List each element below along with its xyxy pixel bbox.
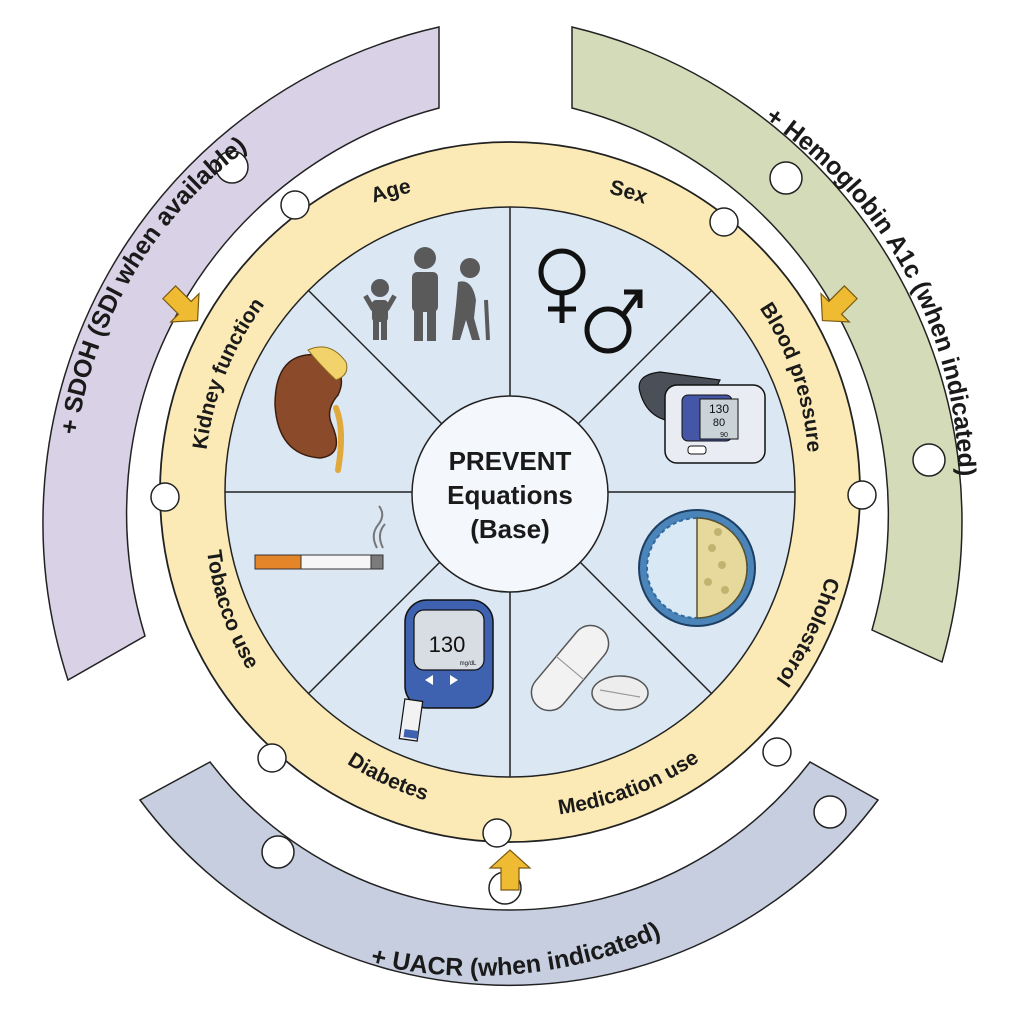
uacr-puzzle-knob-3 (813, 795, 847, 829)
uacr-puzzle-knob (261, 835, 295, 869)
glucose-reading: 130 (429, 632, 466, 657)
center-title: PREVENT (449, 446, 572, 476)
blood-pressure-monitor-icon: 130 80 90 (638, 371, 766, 464)
hba1c-arrow-icon (820, 285, 858, 323)
lipoprotein-particle-icon (638, 509, 756, 627)
ring-notch (150, 482, 180, 512)
ring-notch (482, 818, 512, 848)
bp-systolic: 130 (709, 402, 729, 416)
cigarette-icon (254, 505, 386, 570)
glucose-meter-icon: 130 mg/dL (398, 599, 494, 742)
ring-notch (762, 737, 792, 767)
pill-capsule-icon (530, 624, 649, 712)
kidney-icon (274, 346, 348, 473)
hba1c-puzzle-knob (769, 161, 803, 195)
uacr-arrow-icon (488, 849, 532, 891)
glucose-unit: mg/dL (460, 661, 477, 667)
center-qualifier: (Base) (470, 514, 549, 544)
bp-pulse: 90 (720, 432, 728, 439)
center-circle (411, 395, 609, 593)
hba1c-extension-arc (571, 26, 963, 664)
people-age-icon (363, 247, 490, 341)
gender-symbols-icon (538, 248, 643, 354)
sdoh-puzzle-knob (215, 150, 249, 184)
ring-notch (280, 190, 310, 220)
hba1c-puzzle-knob-2 (912, 443, 946, 477)
ring-notch (257, 743, 287, 773)
sdoh-arrow-icon (162, 285, 200, 323)
uacr-extension-arc (138, 761, 880, 987)
center-subtitle: Equations (447, 480, 573, 510)
ring-notch (709, 207, 739, 237)
ring-notch (847, 480, 877, 510)
bp-diastolic: 80 (713, 417, 725, 429)
